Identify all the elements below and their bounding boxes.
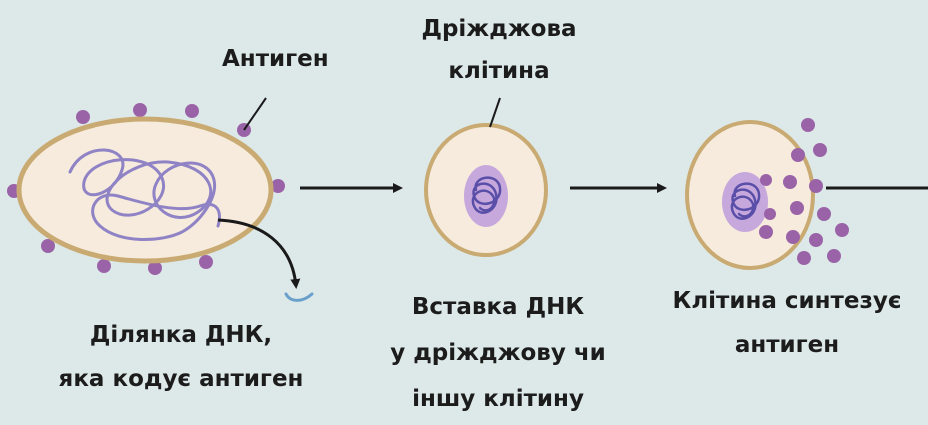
antigen-dot [791, 148, 805, 162]
yeast-nucleus [464, 165, 508, 227]
yeast-cell [426, 98, 546, 255]
dna-segment-label-line1: Ділянка ДНК, [40, 320, 322, 350]
antigen-dot [199, 255, 213, 269]
antigen-dot [786, 230, 800, 244]
antigen-dot [827, 249, 841, 263]
bacterium [7, 103, 285, 275]
antigen-dot [783, 175, 797, 189]
antigen-dot [797, 251, 811, 265]
yeast-cell-pointer-line [490, 98, 500, 127]
antigen-dot [835, 223, 849, 237]
antigen-dot [185, 104, 199, 118]
antigen-dot [809, 233, 823, 247]
yeast-cell-label-line2: клітина [404, 56, 594, 86]
insert-dna-label-line2: у дріжджову чи [372, 338, 624, 368]
insert-dna-label-line3: іншу клітину [372, 384, 624, 414]
antigen-dot [76, 110, 90, 124]
antigen-dot [809, 179, 823, 193]
cell-synthesizes-label-line2: антиген [652, 330, 922, 360]
antigen-dot [801, 118, 815, 132]
antigen-dot [817, 207, 831, 221]
antigen-dot [97, 259, 111, 273]
antigen-dot [759, 225, 773, 239]
antigen-dot [764, 208, 776, 220]
cell-synthesizes-label-line1: Клітина синтезує [652, 286, 922, 316]
yeast-cell-label-line1: Дріжджова [404, 14, 594, 44]
extracted-dna-segment [286, 294, 312, 300]
antigen-label: Антиген [222, 44, 329, 74]
antigen-dot [133, 103, 147, 117]
synthesizing-cell [687, 118, 849, 268]
antigen-pointer-line [244, 98, 266, 130]
insert-dna-label-line1: Вставка ДНК [372, 292, 624, 322]
dna-segment-label-line2: яка кодує антиген [40, 364, 322, 394]
antigen-dot [760, 174, 772, 186]
antigen-dot [813, 143, 827, 157]
antigen-dot [790, 201, 804, 215]
